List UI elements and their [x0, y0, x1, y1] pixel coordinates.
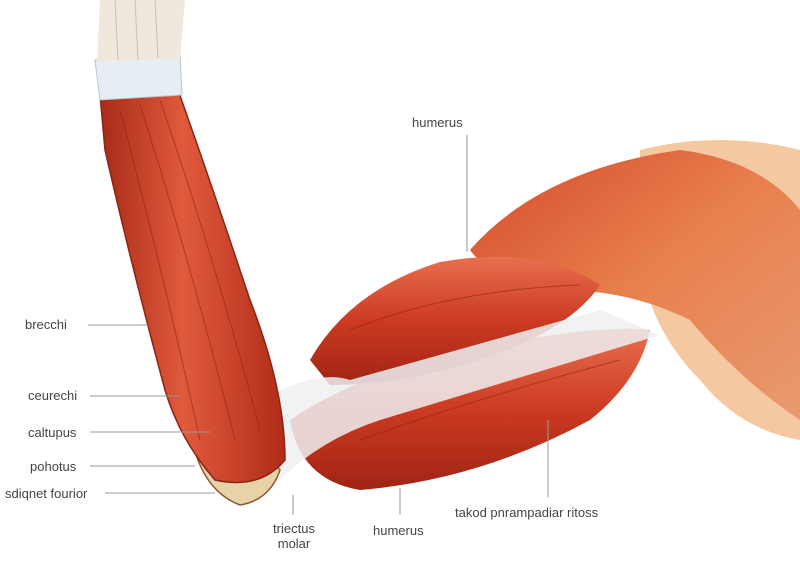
hand-tendons: [97, 0, 185, 62]
label-sdiqnet-fourior: sdiqnet fourior: [5, 486, 88, 501]
triceps-muscle: [290, 328, 650, 490]
wrist-tendon-band: [94, 54, 183, 101]
label-triectus-molar: triectus molar: [270, 521, 318, 551]
label-ceurechi: ceurechi: [28, 388, 78, 403]
label-triectus-line2: molar: [277, 536, 311, 551]
label-caltupus: caltupus: [28, 425, 77, 440]
label-humerus-top: humerus: [412, 115, 463, 130]
forearm-muscles: [99, 89, 286, 484]
label-pohotus: pohotus: [30, 459, 77, 474]
leader-lines: [88, 135, 549, 515]
label-brecchi: brecchi: [25, 317, 67, 332]
elbow-tendons: [270, 310, 660, 480]
label-takod: takod pnrampadiar ritoss: [455, 505, 599, 520]
deltoid-muscle: [470, 150, 800, 420]
muscle-fibers: [119, 99, 621, 441]
label-triectus-line1: triectus: [273, 521, 315, 536]
label-humerus-bottom: humerus: [373, 523, 424, 538]
hand-tendon-lines: [114, 0, 159, 61]
